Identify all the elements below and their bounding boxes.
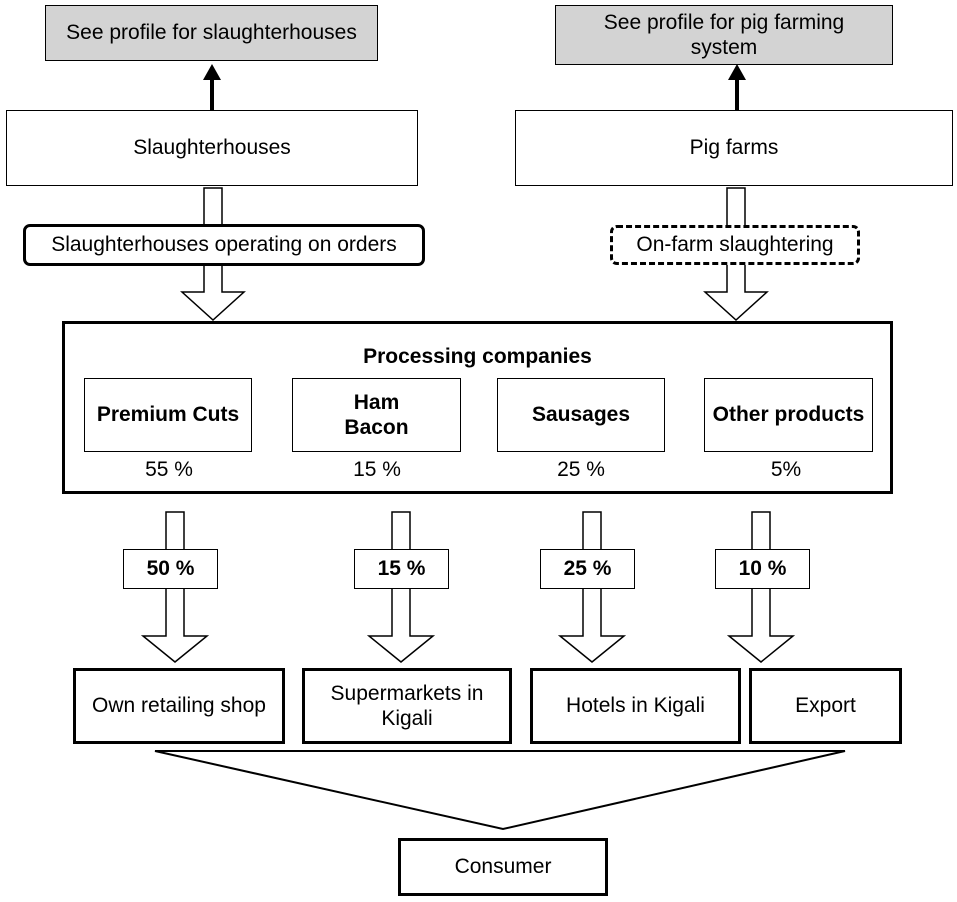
pig-farming-profile-link[interactable]: See profile for pig farming system — [555, 5, 893, 65]
share-sausages: 25 % — [542, 458, 620, 482]
flow-label-export: 10 % — [715, 549, 810, 589]
outlet-own-retailing-shop: Own retailing shop — [73, 668, 285, 744]
arrowhead-slaughterhouses — [203, 64, 221, 80]
outlet-hotels-kigali: Hotels in Kigali — [530, 668, 741, 744]
product-ham-bacon: Ham Bacon — [292, 378, 461, 452]
slaughterhouses-box: Slaughterhouses — [6, 110, 418, 186]
product-premium-cuts: Premium Cuts — [84, 378, 252, 452]
arrowhead-pig-farms — [728, 64, 746, 80]
funnel-to-consumer — [154, 750, 846, 831]
slaughterhouses-label: Slaughterhouses — [133, 136, 291, 160]
processing-title: Processing companies — [363, 345, 592, 368]
consumer-box: Consumer — [398, 838, 608, 896]
on-farm-channel-label: On-farm slaughtering — [636, 233, 834, 257]
orders-channel-label: Slaughterhouses operating on orders — [51, 233, 397, 257]
orders-channel-box: Slaughterhouses operating on orders — [23, 224, 425, 266]
product-sausages: Sausages — [497, 378, 665, 452]
slaughterhouses-profile-label: See profile for slaughterhouses — [66, 21, 357, 45]
share-other: 5% — [754, 458, 818, 482]
flow-label-own-shop: 50 % — [123, 549, 218, 589]
on-farm-channel-box: On-farm slaughtering — [610, 225, 860, 265]
share-ham-bacon: 15 % — [338, 458, 416, 482]
flow-label-supermarkets: 15 % — [354, 549, 449, 589]
product-other: Other products — [704, 378, 873, 452]
consumer-label: Consumer — [454, 855, 552, 879]
outlet-export: Export — [749, 668, 902, 744]
slaughterhouses-profile-link[interactable]: See profile for slaughterhouses — [45, 5, 378, 61]
pig-farming-profile-label-line2: system — [690, 36, 758, 59]
outlet-supermarkets-kigali: Supermarkets in Kigali — [302, 668, 512, 744]
flow-label-hotels: 25 % — [540, 549, 635, 589]
pig-farms-label: Pig farms — [689, 136, 779, 160]
pig-farms-box: Pig farms — [515, 110, 953, 186]
share-premium-cuts: 55 % — [130, 458, 208, 482]
pig-farming-profile-label-line1: See profile for pig farming — [603, 10, 845, 34]
